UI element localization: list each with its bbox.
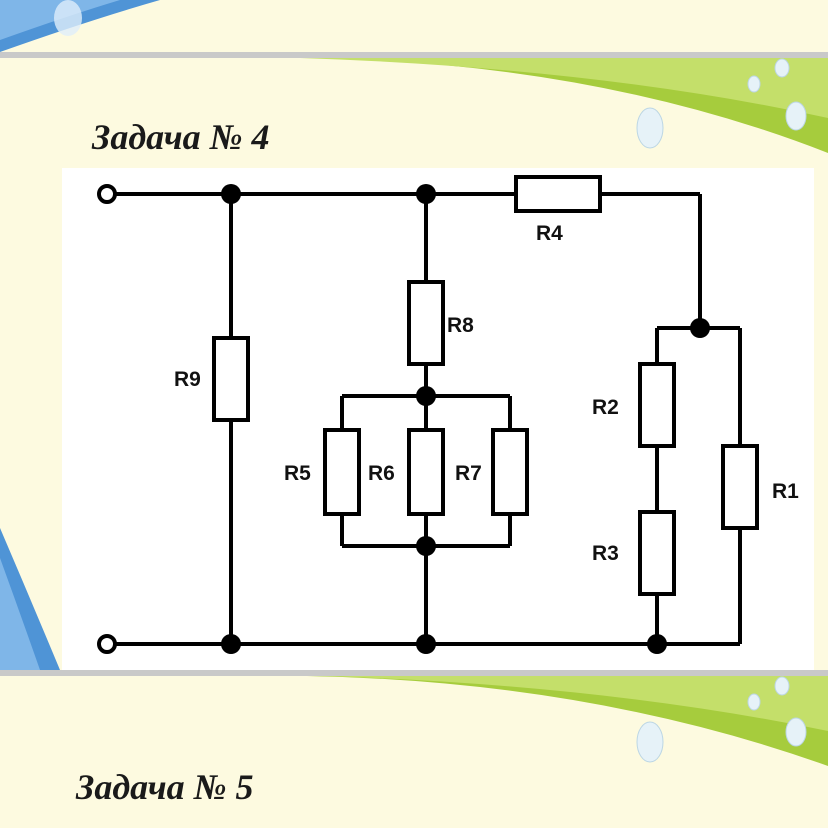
resistor-r5 bbox=[323, 428, 361, 516]
junction-node bbox=[416, 184, 436, 204]
label-r5: R5 bbox=[284, 462, 311, 485]
resistor-r4 bbox=[514, 175, 602, 213]
resistor-r7 bbox=[491, 428, 529, 516]
resistor-r9 bbox=[212, 336, 250, 422]
junction-node bbox=[221, 184, 241, 204]
resistor-r2 bbox=[638, 362, 676, 448]
resistor-r6 bbox=[407, 428, 445, 516]
water-drop-icon bbox=[747, 693, 761, 711]
next-slide-title: Задача № 5 bbox=[76, 767, 254, 807]
resistor-r8 bbox=[407, 280, 445, 366]
terminals bbox=[97, 184, 117, 654]
resistor-r1 bbox=[721, 444, 759, 530]
junction-node bbox=[416, 634, 436, 654]
water-drop-icon bbox=[636, 107, 664, 149]
label-r6: R6 bbox=[368, 462, 395, 485]
water-drop-icon bbox=[774, 58, 790, 78]
slide-separator bbox=[0, 670, 828, 676]
label-r7: R7 bbox=[455, 462, 482, 485]
slide-separator bbox=[0, 52, 828, 58]
input-terminal-top bbox=[97, 184, 117, 204]
resistor-r3 bbox=[638, 510, 676, 596]
label-r3: R3 bbox=[592, 542, 619, 565]
input-terminal-bottom bbox=[97, 634, 117, 654]
label-r2: R2 bbox=[592, 396, 619, 419]
label-r4: R4 bbox=[536, 222, 563, 245]
junction-node bbox=[647, 634, 667, 654]
label-r8: R8 bbox=[447, 314, 474, 337]
junction-node bbox=[221, 634, 241, 654]
label-r9: R9 bbox=[174, 368, 201, 391]
circuit-diagram: R4 R9 R8 R5 R6 R7 R2 R3 R1 bbox=[62, 168, 814, 670]
slide-title: Задача № 4 bbox=[92, 117, 270, 157]
water-drop-icon bbox=[774, 676, 790, 696]
resistor-labels: R4 R9 R8 R5 R6 R7 R2 R3 R1 bbox=[174, 222, 799, 565]
junction-nodes bbox=[221, 184, 710, 654]
slide-decoration bbox=[230, 676, 828, 766]
water-drop-icon bbox=[54, 0, 82, 36]
slide-decoration bbox=[0, 0, 160, 52]
previous-slide[interactable] bbox=[0, 0, 828, 52]
junction-node bbox=[416, 386, 436, 406]
label-r1: R1 bbox=[772, 480, 799, 503]
water-drop-icon bbox=[785, 717, 807, 747]
next-slide[interactable]: Задача № 5 bbox=[0, 676, 828, 828]
slide-decoration bbox=[0, 58, 828, 670]
water-drop-icon bbox=[636, 721, 664, 763]
water-drop-icon bbox=[785, 101, 807, 131]
water-drop-icon bbox=[747, 75, 761, 93]
junction-node bbox=[690, 318, 710, 338]
resistors bbox=[212, 175, 759, 596]
junction-node bbox=[416, 536, 436, 556]
circuit-schematic: R4 R9 R8 R5 R6 R7 R2 R3 R1 bbox=[97, 175, 799, 654]
